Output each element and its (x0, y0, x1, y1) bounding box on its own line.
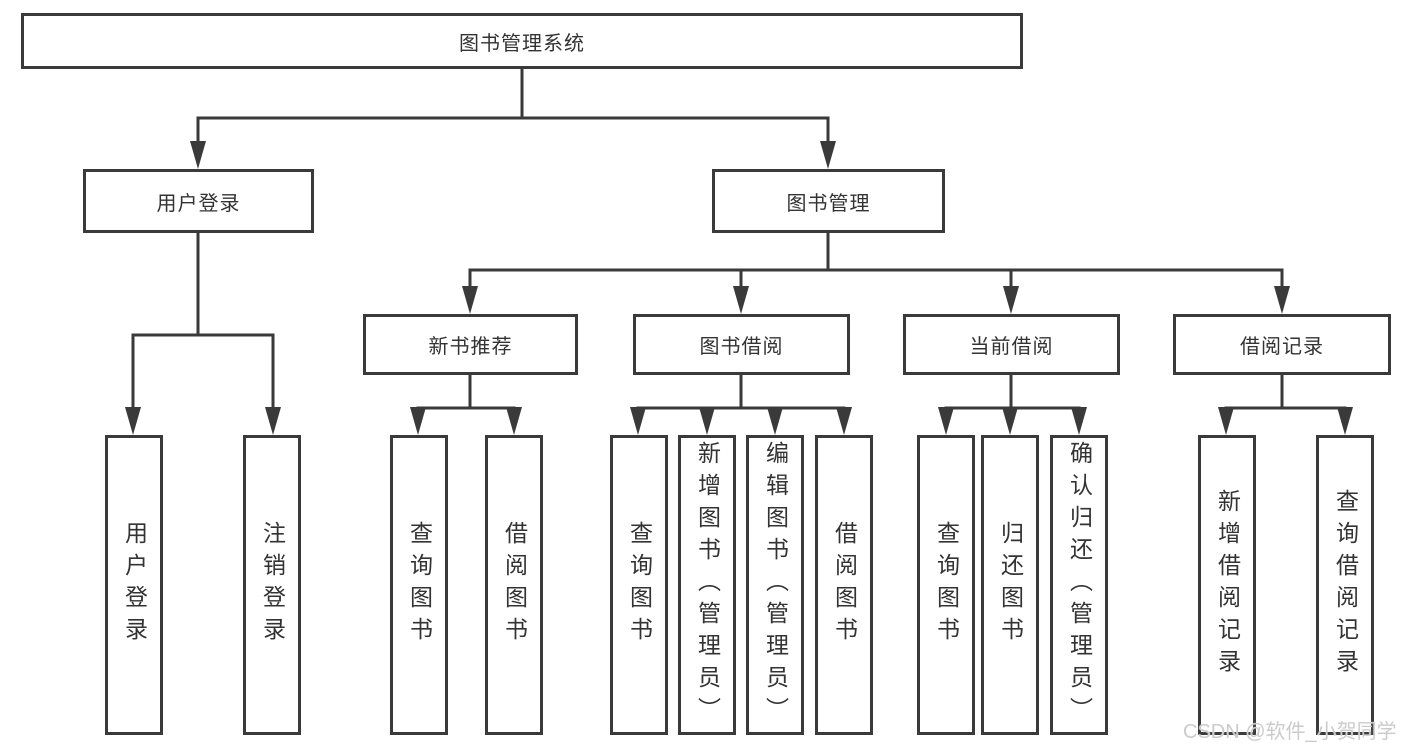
leaf-query-books-3: 查询图书 (917, 435, 975, 735)
csdn-watermark: CSDN @软件_小贺同学 (1183, 721, 1397, 743)
connector-root-to-level2 (196, 69, 830, 148)
leaf-add-book-admin: 新增图书（管理员） (678, 435, 736, 735)
leaf-query-books-1: 查询图书 (390, 435, 448, 735)
node-current-borrow: 当前借阅 (903, 314, 1120, 375)
leaf-borrow-books-1: 借阅图书 (485, 435, 543, 735)
leaf-edit-book-admin: 编辑图书（管理员） (746, 435, 804, 735)
node-book-borrow: 图书借阅 (633, 314, 850, 375)
connector-userlogin-to-leaves (131, 233, 275, 413)
leaf-query-books-2: 查询图书 (610, 435, 668, 735)
connector-bookmgmt-to-level3 (468, 233, 1284, 292)
leaf-user-login: 用户登录 (105, 435, 163, 735)
leaf-confirm-return-admin: 确认归还（管理员） (1050, 435, 1108, 735)
leaf-borrow-books-2: 借阅图书 (815, 435, 873, 735)
node-user-login: 用户登录 (83, 169, 314, 233)
node-book-management: 图书管理 (712, 169, 945, 233)
node-new-book-recommend: 新书推荐 (363, 314, 578, 375)
connector-level3-to-leaves (416, 375, 1347, 410)
leaf-add-borrow-record: 新增借阅记录 (1198, 435, 1256, 735)
node-root: 图书管理系统 (21, 13, 1023, 69)
leaf-query-borrow-record: 查询借阅记录 (1316, 435, 1374, 735)
leaf-logout: 注销登录 (243, 435, 301, 735)
arrowheads (125, 141, 1353, 435)
node-borrow-records: 借阅记录 (1173, 314, 1391, 375)
leaf-return-book: 归还图书 (981, 435, 1039, 735)
